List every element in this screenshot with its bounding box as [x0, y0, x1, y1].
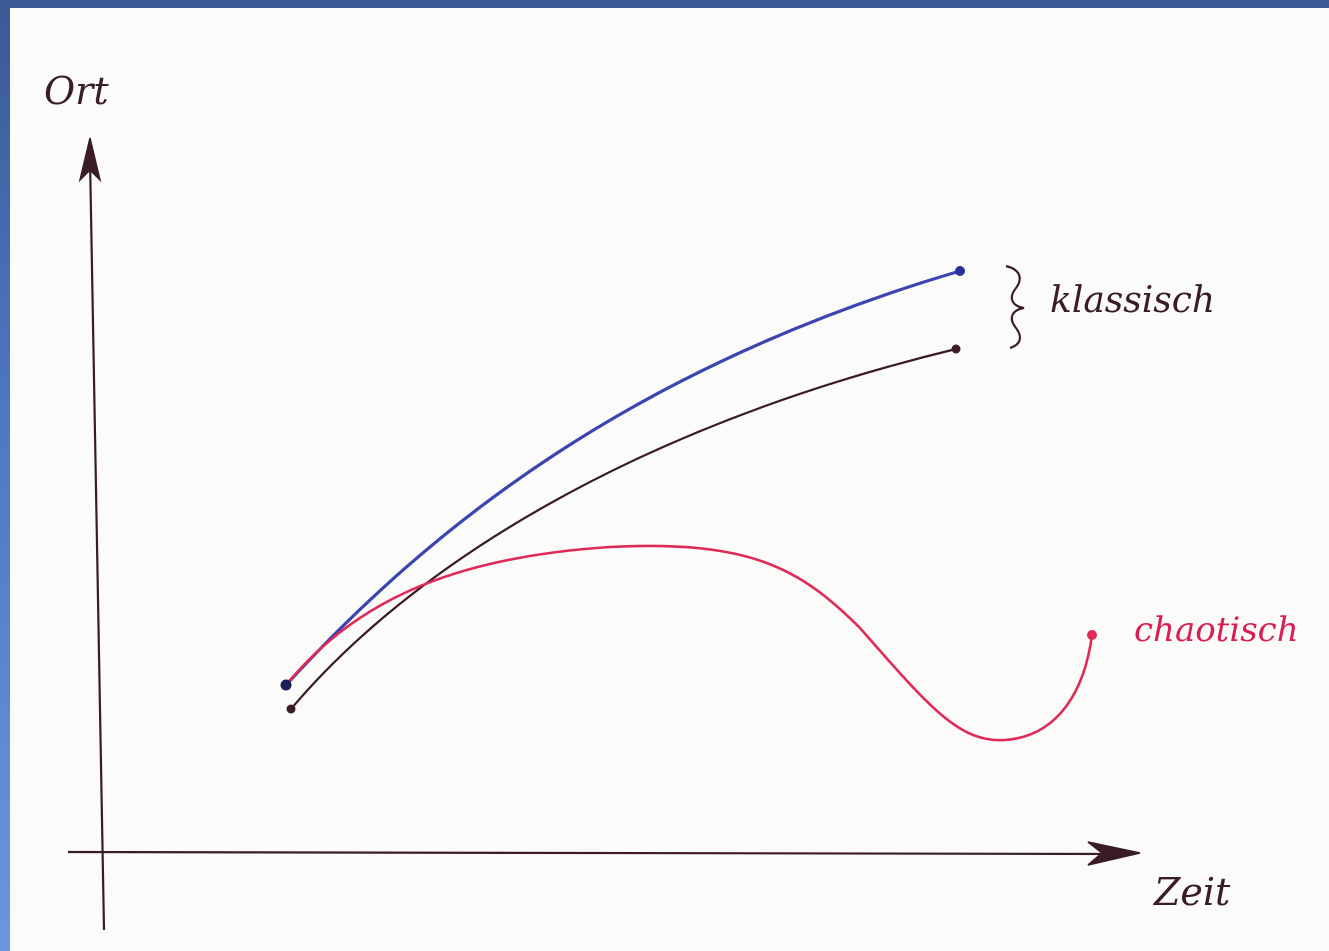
chaotic-label: chaotisch — [1134, 610, 1299, 650]
y-axis-label: Ort — [44, 69, 109, 113]
classical-dark-start-point — [286, 704, 296, 714]
x-axis-label: Zeit — [1153, 870, 1231, 914]
classical-brace — [1005, 264, 1025, 350]
x-axis-arrowhead — [1087, 841, 1141, 866]
classical-label: klassisch — [1050, 280, 1215, 321]
classical-dark-end-point — [951, 344, 961, 354]
axes — [67, 137, 1141, 931]
classical-blue-end-point — [955, 266, 965, 276]
x-axis-line — [67, 850, 1119, 856]
y-axis-line — [88, 157, 106, 931]
shared-start-point — [280, 679, 292, 691]
chaotic-end-point — [1087, 630, 1097, 640]
y-axis-arrowhead — [78, 137, 102, 183]
classical-trajectory-blue — [284, 269, 961, 687]
paper-canvas: Ort Zeit klassisch chaotisch — [10, 8, 1329, 951]
trajectory-diagram: Ort Zeit klassisch chaotisch — [44, 69, 1299, 931]
classical-trajectory-dark — [290, 347, 957, 710]
chaotic-trajectory — [285, 544, 1094, 742]
